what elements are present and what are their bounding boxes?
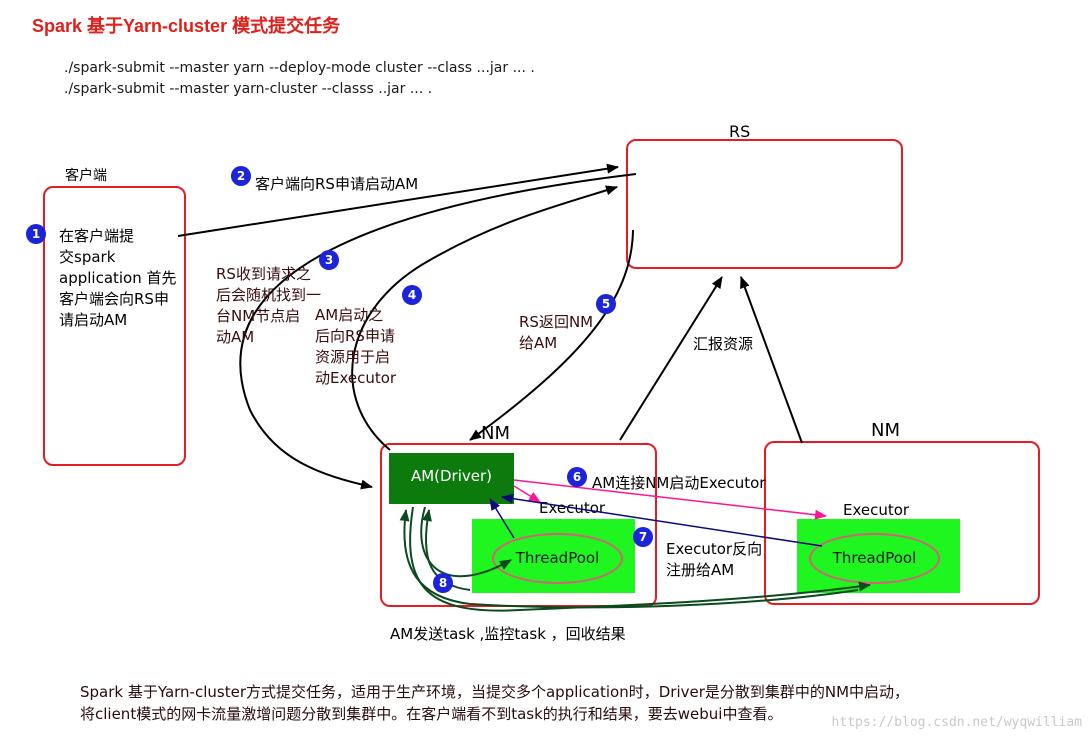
step-badge-5: 5	[596, 294, 616, 314]
step-5-text: RS返回NM 给AM	[519, 313, 594, 352]
footer-line-1: Spark 基于Yarn-cluster方式提交任务，适用于生产环境，当提交多个…	[80, 683, 910, 701]
nm1-label: NM	[481, 423, 510, 444]
step-8-text: AM发送task ,监控task ，回收结果	[390, 625, 626, 643]
step-badge-6: 6	[567, 467, 587, 487]
arrow-task-result-1	[422, 509, 471, 591]
arrow-client-to-rs	[177, 163, 619, 237]
step-3-text: RS收到请求之 后会随机找到一 台NM节点启 动AM	[216, 265, 322, 346]
command-line-2: ./spark-submit --master yarn-cluster --c…	[64, 81, 433, 97]
threadpool-oval-2: ThreadPool	[809, 533, 940, 584]
arrow-task-result-2	[399, 509, 859, 609]
watermark: https://blog.csdn.net/wyqwilliam	[831, 715, 1082, 730]
executor-label-2: Executor	[843, 501, 910, 519]
step-2-text: 客户端向RS申请启动AM	[255, 175, 419, 193]
rs-box	[626, 139, 903, 269]
arrow-am-send-task-2	[409, 506, 871, 612]
arrow-executor2-register	[501, 493, 823, 547]
client-description: 在客户端提 交spark application 首先 客户端会向RS申 请启动…	[59, 227, 177, 329]
step-badge-4: 4	[402, 285, 422, 305]
arrow-nm1-report	[619, 276, 723, 441]
step-6-text: AM连接NM启动Executor	[592, 474, 766, 492]
arrow-rs-return-nm	[469, 229, 634, 441]
client-box	[43, 186, 186, 466]
step-7-text: Executor反向 注册给AM	[666, 540, 763, 579]
arrow-rs-to-am	[239, 173, 637, 490]
step-badge-7: 7	[633, 527, 653, 547]
page-title: Spark 基于Yarn-cluster 模式提交任务	[32, 16, 341, 36]
nm2-box	[764, 441, 1040, 605]
threadpool-oval-1: ThreadPool	[492, 533, 623, 584]
step-badge-2: 2	[231, 166, 251, 186]
step-badge-8: 8	[433, 573, 453, 593]
arrow-nm2-report	[740, 276, 803, 444]
arrow-am-to-executor-1	[513, 485, 541, 503]
command-line-1: ./spark-submit --master yarn --deploy-mo…	[64, 60, 535, 76]
client-label: 客户端	[65, 168, 107, 184]
step-4-text: AM启动之 后向RS申请 资源用于启 动Executor	[315, 306, 397, 387]
report-resource-text: 汇报资源	[693, 335, 754, 353]
nm2-label: NM	[871, 420, 900, 441]
arrow-executor1-register	[489, 498, 515, 539]
am-driver-block: AM(Driver)	[389, 453, 514, 504]
footer-line-2: 将client模式的网卡流量激增问题分散到集群中。在客户端看不到task的执行和…	[80, 705, 783, 723]
step-badge-3: 3	[319, 250, 339, 270]
rs-label: RS	[729, 122, 751, 141]
step-badge-1: 1	[26, 224, 46, 244]
arrow-am-to-rs	[351, 185, 618, 451]
arrow-am-to-executor-2	[513, 479, 827, 520]
arrow-am-send-task-1	[420, 506, 512, 578]
